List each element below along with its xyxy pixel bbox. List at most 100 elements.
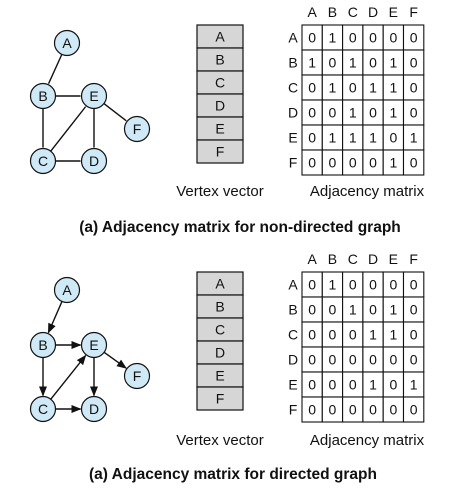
matrix-cell: 1 [321, 24, 344, 51]
matrix-cell: 0 [321, 346, 344, 373]
matrix-cell: 0 [321, 296, 344, 323]
matrix-col-header: E [389, 4, 398, 20]
matrix-cell: 0 [402, 149, 425, 176]
matrix-cell-value: 0 [410, 327, 418, 343]
matrix-cell: 0 [382, 24, 405, 51]
matrix-cell: 0 [402, 24, 425, 51]
matrix-cell: 0 [402, 99, 425, 126]
matrix-cell-value: 0 [410, 105, 418, 121]
matrix-cell: 1 [321, 124, 344, 151]
matrix-row-header: A [288, 30, 298, 46]
adjacency-matrix-label: Adjacency matrix [310, 432, 425, 449]
matrix-row-header: D [288, 105, 298, 121]
matrix-cell: 1 [362, 124, 384, 151]
graph-edges [42, 54, 127, 162]
matrix-cell-value: 0 [308, 327, 316, 343]
vector-cell: A [196, 24, 244, 49]
vector-cell-label: E [215, 121, 224, 137]
matrix-cell-value: 0 [410, 352, 418, 368]
matrix-cell-value: 0 [389, 277, 397, 293]
matrix-cell: 0 [342, 271, 364, 298]
edge-C-E [50, 354, 87, 400]
graph-node-circle [29, 331, 57, 359]
graph-node: F [123, 115, 151, 143]
matrix-col-header: C [348, 251, 358, 267]
vector-cell: D [196, 93, 244, 118]
matrix-col-header: A [307, 4, 317, 20]
matrix-row-header: B [288, 302, 297, 318]
matrix-cell-value: 0 [349, 402, 357, 418]
vector-cell-label: D [215, 98, 225, 114]
matrix-cell: 0 [301, 271, 323, 298]
vector-cell: B [196, 47, 244, 72]
matrix-cell-value: 0 [410, 30, 418, 46]
matrix-cell: 0 [321, 396, 344, 423]
matrix-row-header: E [288, 130, 297, 146]
matrix-cell: 1 [402, 124, 425, 151]
vector-cell-label: F [216, 391, 225, 407]
graph-node: B [29, 331, 57, 359]
matrix-cell-value: 0 [369, 277, 377, 293]
matrix-cell-value: 0 [308, 30, 316, 46]
matrix-col-header: C [348, 4, 358, 20]
vector-cell: E [196, 116, 244, 141]
matrix-cell: 0 [402, 396, 425, 423]
graph-node: C [29, 147, 57, 175]
matrix-cell-value: 0 [308, 130, 316, 146]
matrix-col-header: F [409, 251, 418, 267]
matrix-cell: 0 [301, 149, 323, 176]
matrix-cell-value: 0 [389, 130, 397, 146]
graph-node-label: F [133, 368, 142, 384]
matrix-cell-value: 1 [329, 30, 337, 46]
matrix-cell-value: 0 [349, 327, 357, 343]
graph-node-circle [29, 147, 57, 175]
matrix-cell-value: 0 [369, 30, 377, 46]
matrix-cell: 0 [321, 99, 344, 126]
graph-node: E [80, 331, 108, 359]
vector-cell-label: F [216, 144, 225, 160]
matrix-cell-value: 1 [389, 80, 397, 96]
matrix-cell: 0 [321, 49, 344, 76]
matrix-cell: 0 [382, 371, 405, 398]
matrix-cell: 0 [402, 296, 425, 323]
matrix-cell-value: 1 [329, 277, 337, 293]
matrix-cell: 1 [382, 49, 405, 76]
matrix-cell: 0 [362, 346, 384, 373]
matrix-row-header: F [289, 402, 298, 418]
vector-cell: B [196, 294, 244, 319]
graph-node: D [80, 147, 108, 175]
graph-node-circle [123, 362, 151, 390]
matrix-cell-value: 1 [389, 327, 397, 343]
matrix-cell-value: 0 [308, 377, 316, 393]
vector-cell: C [196, 70, 244, 95]
matrix-cell: 0 [301, 321, 323, 348]
matrix-cell-value: 0 [389, 30, 397, 46]
vector-cell-label: C [215, 75, 225, 91]
vector-cell-box [196, 386, 244, 411]
matrix-cell: 0 [301, 74, 323, 101]
graph-node-label: D [89, 401, 99, 417]
matrix-cell: 1 [321, 271, 344, 298]
graph-node-label: E [89, 88, 98, 104]
matrix-cell-value: 0 [329, 402, 337, 418]
graph-node-circle [123, 115, 151, 143]
vector-cell: A [196, 271, 244, 296]
matrix-col-header: B [328, 251, 337, 267]
graph-node: F [123, 362, 151, 390]
matrix-cell-value: 0 [329, 352, 337, 368]
graph-edges [39, 301, 127, 413]
graph-node-circle [80, 147, 108, 175]
matrix-cell-value: 1 [369, 327, 377, 343]
matrix-cell: 1 [382, 296, 405, 323]
graph-node: A [53, 276, 81, 304]
matrix-cell: 0 [362, 296, 384, 323]
matrix-cell-value: 0 [410, 402, 418, 418]
